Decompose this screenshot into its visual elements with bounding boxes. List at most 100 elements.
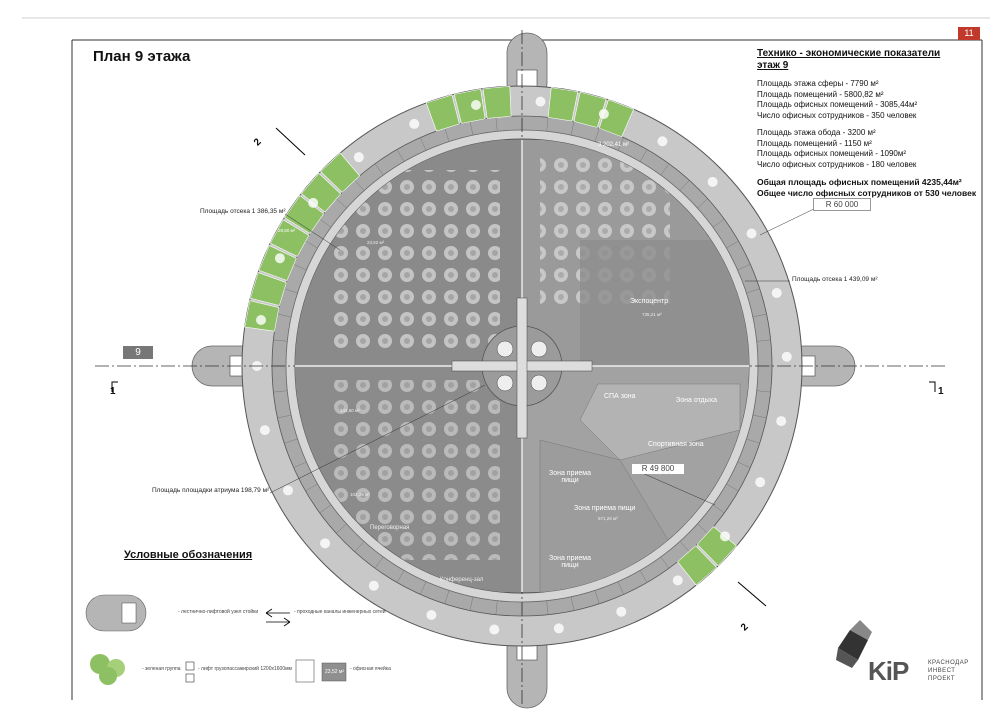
kpi-block: Технико - экономические показатели этаж … — [757, 48, 982, 198]
rim-tree — [274, 253, 285, 264]
rim-room-divider — [420, 137, 427, 151]
rim-room-divider — [469, 596, 474, 611]
rim-room-divider — [660, 163, 670, 176]
rim-room-divider — [354, 541, 365, 552]
legend-lift: - лифт грузопассажирский 1200х1600мм — [198, 666, 292, 672]
legend-title: Условные обозначения — [124, 549, 253, 561]
rim-room-divider — [617, 581, 624, 595]
logo-line: ИНВЕСТ — [928, 668, 956, 674]
rim-tree — [776, 416, 787, 427]
level-tag: 9 — [123, 346, 153, 359]
rim-room-divider — [495, 117, 498, 132]
rim-room-divider — [319, 504, 332, 514]
rim-room-divider — [293, 461, 307, 468]
green-rim-cell — [300, 172, 342, 213]
rim-tree — [320, 538, 331, 549]
rim-room-divider — [273, 339, 288, 342]
rim-room-divider — [284, 438, 298, 444]
zone-food-1: Зона приема пищи — [548, 470, 592, 484]
kpi-line: Площадь помещений - 1150 м² — [757, 138, 872, 148]
rim-tree — [771, 287, 782, 298]
logo-wordmark: KiP — [868, 656, 909, 686]
rim-tree — [720, 531, 731, 542]
rim-tree — [553, 623, 564, 634]
rim-room-divider — [396, 149, 405, 162]
logo-mark — [836, 620, 872, 668]
rim-room-divider — [546, 117, 549, 132]
rim-room-divider — [374, 556, 384, 569]
zone-food-3: Зона приема пищи — [548, 555, 592, 569]
legend-office-symbol — [321, 662, 347, 682]
cell-area-label: 23,52 м² — [367, 240, 385, 245]
zone-food-2: Зона приема пищи — [574, 505, 636, 512]
rim-tree — [746, 228, 757, 239]
rim-tree — [353, 152, 364, 163]
legend-passage-symbol — [265, 608, 291, 627]
rim-room-divider — [746, 438, 760, 444]
page-number: 11 — [958, 27, 980, 40]
kpi-heading: Технико - экономические показатели — [757, 48, 941, 59]
rim-tree — [256, 314, 267, 325]
rim-room-divider — [546, 600, 549, 615]
kpi-line: Число офисных сотрудников - 350 человек — [757, 110, 917, 120]
radius-label: R 60 000 — [813, 198, 871, 211]
rim-tree — [308, 197, 319, 208]
legend-green-symbol — [90, 654, 125, 685]
rim-room-divider — [273, 390, 288, 393]
rim-tree — [781, 351, 792, 362]
rim-room-divider — [712, 218, 725, 228]
zone-rest: Зона отдыха — [676, 397, 717, 404]
rim-room-divider — [697, 523, 708, 534]
rim-room-divider — [639, 149, 648, 162]
rim-tree — [259, 425, 270, 436]
kpi-total-staff: Общее число офисных сотрудников от 530 ч… — [757, 187, 977, 198]
zone-sport: Спортивная зона — [648, 441, 704, 448]
zone-spa: СПА зона — [604, 393, 636, 400]
sector-area-top: 3 202,41 м² — [598, 142, 630, 148]
rim-room-divider — [679, 541, 690, 552]
rim-room-divider — [469, 121, 474, 136]
legend-lift-symbol — [185, 661, 195, 683]
rim-room-divider — [336, 523, 347, 534]
green-rim-cell — [547, 87, 579, 122]
logo-caption: КРАСНОДАР ИНВЕСТ ПРОЕКТ — [928, 659, 969, 683]
rim-room-divider — [277, 313, 292, 318]
legend-passage: - проходные каналы инженерных сетей — [294, 609, 386, 615]
zone-expo-area: 735,21 м² — [642, 312, 662, 317]
rim-room-divider — [726, 240, 739, 249]
rim-room-divider — [444, 128, 450, 142]
rim-tree — [598, 108, 609, 119]
rim-room-divider — [697, 198, 708, 209]
rim-room-divider — [756, 390, 771, 393]
rim-room-divider — [617, 137, 624, 151]
rim-rooms — [272, 116, 772, 616]
rim-room-divider — [420, 581, 427, 595]
green-rim-cell — [677, 545, 717, 586]
green-cell-area-label: 28,80 м² — [278, 228, 296, 233]
kpi-line: Площадь этажа сферы - 7790 м² — [757, 79, 879, 88]
rim-tree — [535, 96, 546, 107]
rim-room-divider — [570, 121, 575, 136]
rim-room-divider — [495, 600, 498, 615]
kpi-line: Площадь помещений - 5800,82 м² — [757, 89, 884, 99]
radius-inner-label: R 49 800 — [632, 464, 684, 474]
rim-room-divider — [594, 590, 600, 604]
zone-food-2-area: 671,26 м² — [598, 516, 618, 521]
legend-office: - офисная ячейка — [350, 666, 391, 672]
kpi-total-area: Общая площадь офисных помещений 4235,44м… — [757, 177, 962, 187]
green-rim-cell — [258, 245, 297, 281]
rim-room-divider — [679, 180, 690, 191]
callout-sector-1: Площадь отсека 1 386,35 м² — [200, 208, 286, 215]
rim-room-divider — [374, 163, 384, 176]
logo-line: ПРОЕКТ — [928, 676, 956, 682]
kpi-heading-floor: этаж 9 — [757, 60, 789, 71]
rim-tree — [755, 477, 766, 488]
legend-office-area: 23,52 м² — [325, 669, 345, 675]
legend-green: - зеленая группа — [142, 666, 181, 672]
green-rim-cells — [244, 85, 792, 635]
axis-1-right: 1 — [938, 386, 944, 397]
zone-sport-area: 571,28 м² — [652, 470, 672, 475]
office-area-a: 143,60 м² — [340, 408, 360, 413]
rim-room-divider — [336, 198, 347, 209]
